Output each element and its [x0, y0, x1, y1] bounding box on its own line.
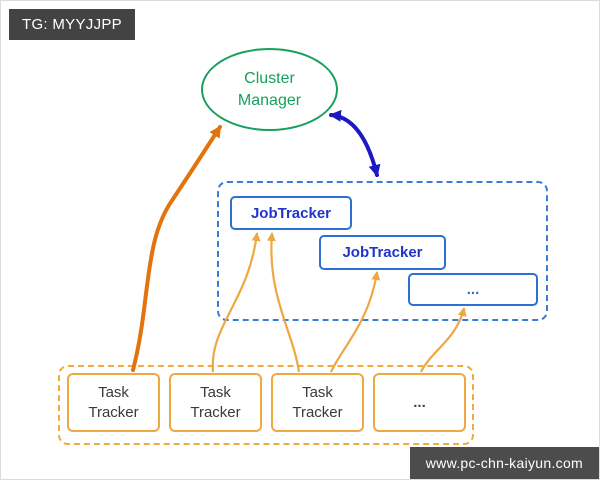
tasktracker-ellipsis-label: ...: [413, 393, 426, 411]
tasktracker-node-ellipsis: ...: [373, 373, 466, 432]
jobtracker-ellipsis-label: ...: [466, 281, 480, 298]
cluster-manager-label-line1: Cluster: [244, 69, 295, 87]
website-watermark-badge: www.pc-chn-kaiyun.com: [409, 447, 599, 479]
tasktracker-node-1: Task Tracker: [67, 373, 160, 432]
tasktracker-label-line1: Task: [200, 384, 231, 401]
jobtracker-label: JobTracker: [250, 204, 332, 222]
tasktracker-label-line1: Task: [302, 384, 333, 401]
tasktracker-node-2: Task Tracker: [169, 373, 262, 432]
cluster-manager-node: Cluster Manager: [201, 48, 338, 131]
tg-watermark-badge: TG: MYYJJPP: [9, 9, 135, 40]
clustermanager-jobtracker-double-arrow: [329, 109, 381, 177]
tasktracker-label-line2: Tracker: [292, 403, 343, 421]
tasktracker-to-clustermanager-arrow: [131, 125, 222, 372]
jobtracker-node-ellipsis: ...: [408, 273, 538, 306]
cluster-manager-label-line2: Manager: [237, 91, 302, 109]
tasktracker-label-line2: Tracker: [88, 403, 139, 421]
tasktracker-node-3: Task Tracker: [271, 373, 364, 432]
jobtracker-node-1: JobTracker: [230, 196, 352, 230]
jobtracker-label: JobTracker: [342, 244, 423, 261]
jobtracker-node-2: JobTracker: [319, 235, 446, 270]
tasktracker-label-line2: Tracker: [190, 403, 241, 421]
tasktracker-label-line1: Task: [98, 384, 129, 401]
